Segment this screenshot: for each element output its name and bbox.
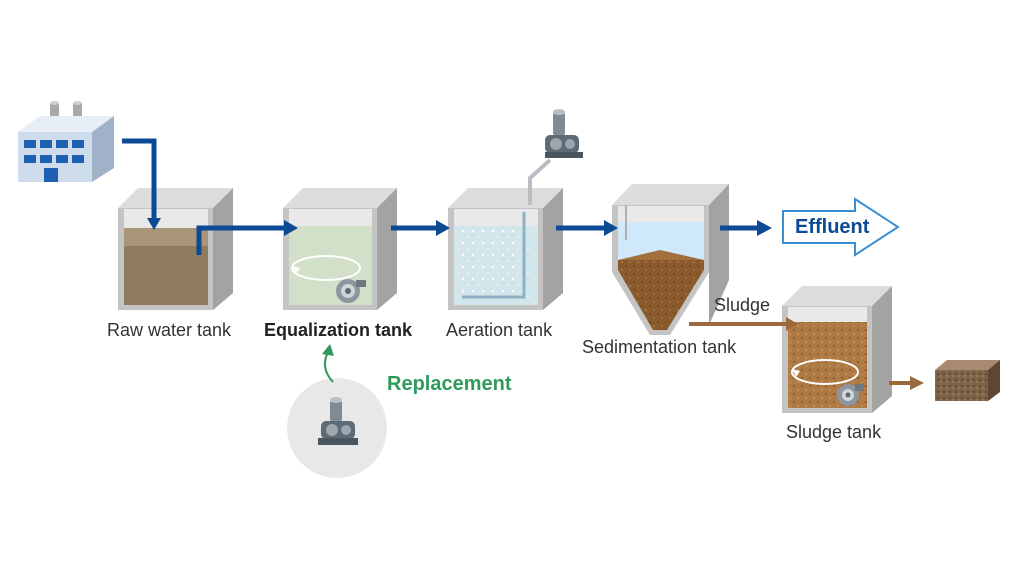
sludge-mixing-flow — [791, 359, 859, 385]
sludge-pump-icon — [837, 384, 864, 406]
sludge-arrows — [689, 317, 924, 390]
pump-icon — [336, 279, 366, 303]
aeration-tank-label: Aeration tank — [446, 320, 553, 340]
replacement-label: Replacement — [387, 373, 512, 395]
sludge-cake-icon — [935, 360, 1000, 401]
blower-icon — [545, 109, 583, 158]
aeration-tank — [448, 158, 563, 310]
sludge-flow-label: Sludge — [714, 295, 771, 315]
equalization-tank-label: Equalization tank — [264, 320, 413, 340]
factory-icon — [18, 101, 114, 182]
sedimentation-tank-label: Sedimentation tank — [582, 337, 737, 357]
factory-to-raw-arrow — [122, 138, 157, 218]
diffuser-pipe — [462, 212, 526, 299]
replacement-arrow — [322, 344, 334, 383]
replacement-blower — [287, 378, 387, 478]
air-bubbles — [458, 230, 532, 298]
sedimentation-tank — [612, 184, 729, 335]
raw-water-tank-label: Raw water tank — [107, 320, 232, 340]
mixing-flow — [291, 255, 361, 281]
raw-water-tank — [118, 188, 233, 310]
effluent-arrow-icon — [782, 197, 900, 257]
raw-to-equalization-arrow — [196, 225, 284, 255]
effluent-label: Effluent — [795, 216, 870, 238]
flow-arrowheads — [147, 218, 772, 236]
sludge-tank — [782, 286, 892, 413]
sludge-tank-label: Sludge tank — [786, 422, 882, 442]
replacement-blower-icon — [318, 397, 358, 445]
equalization-tank — [283, 188, 397, 310]
air-supply-pipe — [528, 158, 552, 205]
flow-arrows — [122, 138, 757, 255]
